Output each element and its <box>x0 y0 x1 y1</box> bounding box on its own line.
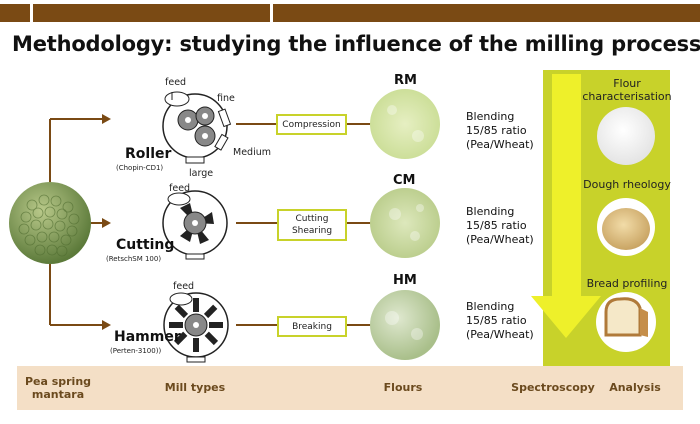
process-label: Breaking <box>292 321 332 332</box>
pea-connectors <box>49 118 104 326</box>
page-title: Methodology: studying the influence of t… <box>12 32 700 56</box>
blending-line: (Pea/Wheat) <box>466 328 534 341</box>
analysis-line: Flour <box>613 77 641 90</box>
flour-label-cm: CM <box>393 173 416 188</box>
pea-image <box>9 182 91 264</box>
roller-feed-label: feed <box>165 77 187 88</box>
mill-model-hammer: (Perten-3100)) <box>110 347 162 355</box>
flour-label-hm: HM <box>393 273 417 288</box>
top-bar <box>0 4 700 22</box>
mill-name-hammer: Hammer <box>114 329 181 345</box>
process-label: Shearing <box>291 226 333 236</box>
dough-ball <box>602 208 650 250</box>
blending-line: Blending <box>466 205 515 218</box>
analysis-label-dough: Dough rheology <box>583 178 671 191</box>
roller-mill-icon <box>162 91 232 164</box>
footer-spectroscopy: Spectroscopy <box>511 381 595 394</box>
blending-line: Blending <box>466 110 515 123</box>
footer-analysis: Analysis <box>609 381 661 394</box>
blending-text-3: Blending 15/85 ratio (Pea/Wheat) <box>466 300 534 342</box>
mill-model-roller: (Chopin-CD1) <box>116 164 164 172</box>
mill-name-roller: Roller <box>125 146 172 162</box>
roller-fine-label: fine <box>217 93 235 104</box>
blending-line: (Pea/Wheat) <box>466 233 534 246</box>
pea-arrowheads <box>102 114 111 330</box>
analysis-arrow <box>531 74 601 338</box>
hammer-feed-label: feed <box>173 281 195 292</box>
blending-line: (Pea/Wheat) <box>466 138 534 151</box>
flour-hm-image <box>370 290 440 360</box>
roller-medium-label: Medium <box>233 147 271 158</box>
process-connectors <box>236 123 372 326</box>
footer-source: Pea spring mantara <box>22 375 94 401</box>
footer-source-line: Pea spring <box>24 375 92 388</box>
analysis-label-bread: Bread profiling <box>586 277 668 290</box>
bread-slice <box>604 297 648 337</box>
flour-rm-image <box>370 89 440 159</box>
process-label: Cutting <box>295 214 329 224</box>
flour-label-rm: RM <box>394 73 417 88</box>
process-box-compression: Compression <box>276 114 347 135</box>
hammer-mill-icon <box>163 292 229 363</box>
mill-model-cutting: (RetschSM 100) <box>106 255 162 263</box>
analysis-line: characterisation <box>582 90 672 103</box>
flour-characterisation-image <box>597 107 655 165</box>
cutting-mill-icon <box>162 190 228 260</box>
flour-cm-image <box>370 188 440 258</box>
roller-large-label: large <box>189 168 214 179</box>
cutting-feed-label: feed <box>169 183 191 194</box>
footer-source-line: mantara <box>31 388 85 401</box>
blending-text-2: Blending 15/85 ratio (Pea/Wheat) <box>466 205 534 247</box>
footer-flours: Flours <box>383 381 423 394</box>
blending-line: 15/85 ratio <box>466 314 527 327</box>
process-box-cutting-shearing: Cutting Shearing <box>277 209 347 241</box>
analysis-label-flour: Flour characterisation <box>575 77 679 103</box>
flour-texture <box>385 105 424 340</box>
process-label: Compression <box>282 119 341 130</box>
footer-bar <box>17 366 683 410</box>
blending-line: 15/85 ratio <box>466 219 527 232</box>
mill-name-cutting: Cutting <box>116 237 175 253</box>
footer-mill-types: Mill types <box>164 381 226 394</box>
process-box-breaking: Breaking <box>277 316 347 337</box>
blending-line: 15/85 ratio <box>466 124 527 137</box>
blending-line: Blending <box>466 300 515 313</box>
blending-text-1: Blending 15/85 ratio (Pea/Wheat) <box>466 110 534 152</box>
pea-texture <box>18 194 80 257</box>
